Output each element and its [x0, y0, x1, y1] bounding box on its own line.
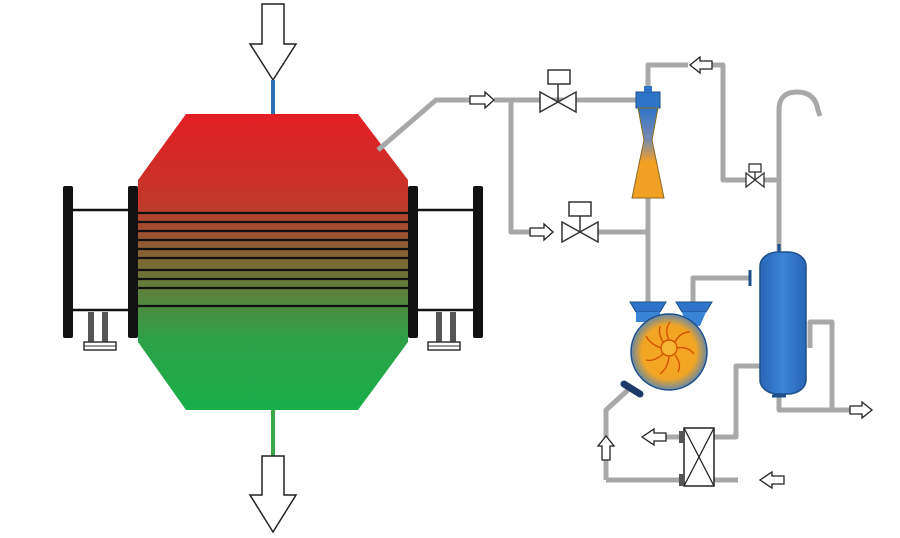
flow-arrows — [469, 55, 874, 490]
arrow-to-lower-valve — [529, 222, 554, 242]
heat-exchanger — [679, 427, 715, 487]
inlet-arrow — [248, 3, 298, 82]
arrow-separator-out — [849, 400, 874, 420]
left-frame — [63, 186, 138, 351]
tube-bundle — [138, 211, 408, 308]
liquid-ring-pump — [620, 301, 713, 398]
arrow-ejector-top — [688, 55, 713, 75]
vessel-body — [138, 114, 408, 410]
valve-3 — [745, 163, 765, 189]
separator-tank — [748, 244, 807, 398]
valve-1 — [539, 69, 577, 114]
arrow-to-valve — [469, 90, 495, 110]
arrow-hx-in — [758, 470, 785, 490]
impeller-icon — [645, 321, 695, 375]
arrow-pump-feed — [596, 434, 616, 461]
valve-2 — [561, 201, 599, 244]
outlet-arrow — [248, 455, 298, 534]
arrow-hx-out — [640, 427, 667, 447]
left-support-foot — [83, 312, 117, 351]
right-support-foot — [427, 312, 461, 351]
right-frame — [408, 186, 483, 351]
ejector — [631, 86, 665, 199]
